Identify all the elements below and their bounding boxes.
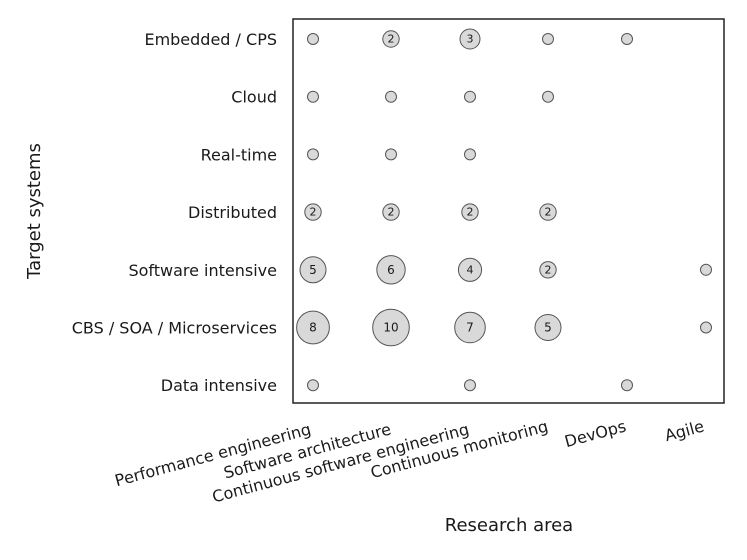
y-tick-label-data-intensive: Data intensive — [161, 376, 277, 395]
bubble-label-performance-engineering-distributed: 2 — [310, 206, 317, 219]
bubble-label-software-architecture-cbs-soa-microservices: 10 — [383, 321, 398, 335]
x-tick-label-devops: DevOps — [563, 417, 628, 452]
y-tick-labels: Embedded / CPS CloudReal-timeDistributedS… — [72, 30, 277, 395]
bubble-continuous-software-engineering-distributed — [461, 203, 479, 221]
x-axis-title: Research area — [445, 515, 573, 536]
bubble-software-architecture-cbs-soa-microservices — [372, 308, 410, 347]
y-tick-label-cloud: Cloud — [231, 88, 277, 107]
bubble-label-continuous-software-engineering-software-intensive: 4 — [467, 263, 474, 276]
y-axis-title: Target systems — [24, 143, 45, 280]
bubble-software-architecture-real-time — [385, 148, 397, 161]
bubble-label-continuous-monitoring-software-intensive: 2 — [545, 263, 552, 276]
bubble-agile-software-intensive — [700, 263, 712, 276]
bubble-performance-engineering-cbs-soa-microservices — [296, 310, 330, 345]
bubble-continuous-software-engineering-cbs-soa-microservices — [454, 311, 486, 344]
bubble-continuous-monitoring-cloud — [542, 90, 554, 103]
bubble-performance-engineering-software-intensive — [299, 256, 327, 284]
bubble-label-performance-engineering-cbs-soa-microservices: 8 — [309, 321, 317, 335]
bubble-agile-cbs-soa-microservices — [700, 321, 712, 334]
bubble-label-continuous-monitoring-distributed: 2 — [545, 206, 552, 219]
bubble-label-continuous-software-engineering-cbs-soa-microservices: 7 — [466, 321, 474, 335]
y-tick-label-real-time: Real-time — [201, 145, 277, 164]
bubble-software-architecture-cloud — [385, 90, 397, 103]
bubble-label-software-architecture-software-intensive: 6 — [387, 263, 395, 277]
bubble-continuous-software-engineering-real-time — [464, 148, 476, 161]
bubble-performance-engineering-cloud — [307, 90, 319, 103]
bubble-label-performance-engineering-software-intensive: 5 — [309, 263, 317, 277]
bubble-continuous-monitoring-distributed — [539, 203, 557, 221]
y-tick-label-cbs-soa-microservices: CBS / SOA / Microservices — [72, 319, 277, 338]
bubble-label-continuous-software-engineering-embedded-cps: 3 — [467, 33, 474, 46]
bubble-label-software-architecture-distributed: 2 — [388, 206, 395, 219]
bubble-performance-engineering-data-intensive — [307, 379, 319, 392]
bubble-devops-embedded-cps — [621, 33, 633, 45]
bubble-software-architecture-software-intensive — [376, 255, 406, 285]
x-tick-label-agile: Agile — [663, 417, 706, 446]
bubble-continuous-software-engineering-cloud — [464, 90, 476, 103]
bubble-label-software-architecture-embedded-cps: 2 — [388, 33, 395, 46]
bubble-devops-data-intensive — [621, 379, 633, 392]
y-tick-label-distributed: Distributed — [188, 203, 277, 222]
bubble-performance-engineering-embedded-cps — [307, 33, 319, 45]
bubble-performance-engineering-distributed — [304, 203, 322, 221]
bubbles: 2 3 2 2 2 2 5 6 4 2 8 10 7 5 — [296, 28, 712, 392]
bubble-continuous-software-engineering-embedded-cps — [459, 28, 481, 50]
y-tick-label-software-intensive: Software intensive — [128, 261, 277, 280]
bubble-label-continuous-monitoring-cbs-soa-microservices: 5 — [544, 321, 552, 335]
bubble-software-architecture-distributed — [382, 203, 400, 221]
bubble-continuous-monitoring-cbs-soa-microservices — [534, 314, 562, 341]
plot-frame — [292, 18, 725, 404]
bubble-continuous-monitoring-software-intensive — [539, 261, 557, 279]
bubble-software-architecture-embedded-cps — [382, 30, 400, 48]
bubble-label-continuous-software-engineering-distributed: 2 — [467, 206, 474, 219]
bubble-continuous-software-engineering-software-intensive — [457, 257, 483, 282]
bubble-continuous-software-engineering-data-intensive — [464, 379, 476, 392]
bubble-performance-engineering-real-time — [307, 148, 319, 161]
y-tick-label-embedded-cps: Embedded / CPS — [144, 30, 277, 49]
bubble-continuous-monitoring-embedded-cps — [542, 33, 554, 45]
